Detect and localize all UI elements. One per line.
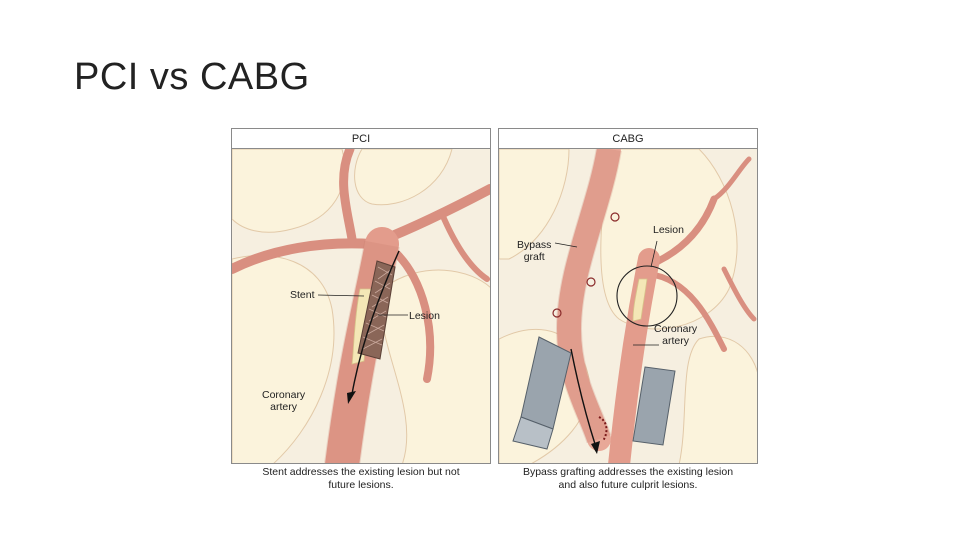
pci-caption-line1: Stent addresses the existing lesion but …: [262, 466, 460, 478]
cabg-illustration: [499, 149, 757, 463]
cabg-caption-line1: Bypass grafting addresses the existing l…: [522, 466, 734, 478]
pci-caption: Stent addresses the existing lesion but …: [231, 466, 491, 492]
coronary-artery-label-line2: artery: [662, 335, 690, 347]
coronary-artery-label-line2: artery: [270, 401, 298, 413]
cabg-caption-line2: and also future culprit lesions.: [558, 479, 698, 491]
clamp-right-graphic: [632, 366, 676, 446]
pci-illustration-panel: PCI: [231, 128, 491, 464]
cabg-panel-header: CABG: [499, 129, 757, 149]
bypass-graft-label-line2: graft: [523, 251, 545, 263]
pci-panel-header: PCI: [232, 129, 490, 149]
pci-illustration: [232, 149, 490, 463]
coronary-artery-label: Coronary artery: [654, 323, 697, 347]
lesion-label: Lesion: [653, 224, 684, 236]
cabg-illustration-panel: CABG: [498, 128, 758, 464]
coronary-artery-label: Coronary artery: [262, 389, 305, 413]
bypass-graft-label-line1: Bypass: [517, 239, 552, 251]
bypass-graft-label: Bypass graft: [517, 239, 551, 263]
coronary-artery-label-line1: Coronary: [262, 389, 306, 401]
coronary-artery-label-line1: Coronary: [654, 323, 698, 335]
lesion-label: Lesion: [409, 310, 440, 322]
clamp-left-graphic: [512, 336, 572, 450]
slide-title: PCI vs CABG: [74, 56, 310, 98]
pci-caption-line2: future lesions.: [328, 479, 394, 491]
stent-label: Stent: [290, 289, 315, 301]
cabg-caption: Bypass grafting addresses the existing l…: [498, 466, 758, 492]
